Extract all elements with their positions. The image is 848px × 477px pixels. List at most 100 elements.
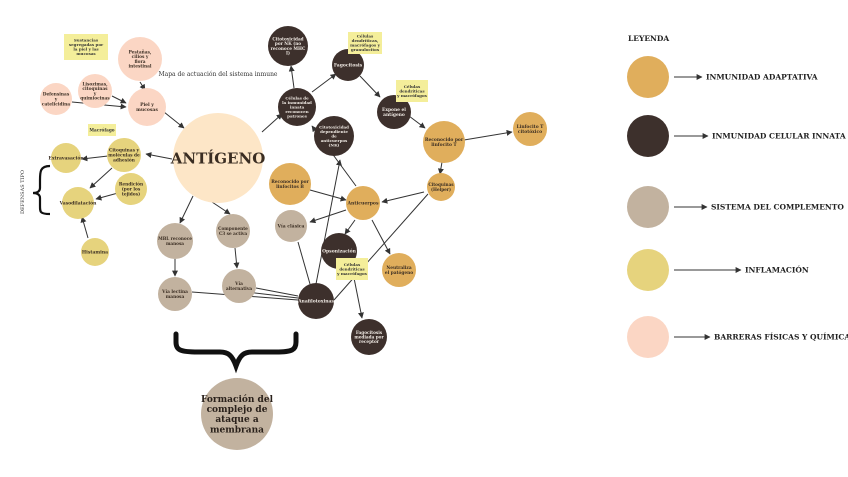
node-circle — [351, 319, 387, 355]
legend-label: BARRERAS FÍSICAS Y QUÍMICAS — [714, 333, 848, 342]
node-circle — [62, 187, 94, 219]
legend-swatch — [627, 56, 669, 98]
node-circle — [332, 49, 364, 81]
node-circle — [382, 253, 416, 287]
node-circle — [278, 88, 316, 126]
legend-swatch — [627, 186, 669, 228]
edge-histamina-vasodilatacion — [80, 216, 89, 239]
node-label: Vía clásica — [277, 223, 305, 230]
node-histamina: Histamina — [81, 238, 109, 266]
edge-complemento-alternativa — [233, 247, 240, 269]
node-circle — [158, 277, 192, 311]
map-title: Mapa de actuación del sistema inmune — [159, 71, 278, 78]
node-circle — [157, 223, 193, 259]
node-vasodilatacion: Vasodilatación — [59, 187, 97, 219]
edge-antigeno-celulas — [261, 113, 283, 133]
edge-linfocito-citotoxico — [463, 129, 513, 141]
legend-swatch — [627, 115, 669, 157]
node-circle — [275, 210, 307, 242]
edge-anticuerpos-opsonizacion — [344, 219, 356, 235]
node-circle — [314, 116, 354, 156]
sticky-note-background — [348, 32, 382, 54]
legend-label: INFLAMACIÓN — [745, 266, 809, 275]
legend-label: INMUNIDAD ADAPTATIVA — [706, 73, 818, 82]
edge-antigeno-citoquinas — [145, 152, 173, 160]
edge-antigeno-complemento — [211, 201, 231, 215]
node-circle — [222, 269, 256, 303]
node-circle — [51, 143, 81, 173]
sticky-note-macrofago: Macrófago — [88, 124, 116, 136]
node-circle — [118, 37, 162, 81]
edge-helper-anticuerpos — [381, 191, 425, 204]
node-label: Citoquinas(Helper) — [428, 182, 454, 192]
edge-alternativa-anafilotoxinas — [255, 287, 299, 297]
node-label: Opsonización — [322, 248, 357, 255]
antigen-label: ANTÍGENO — [170, 149, 266, 167]
node-circle — [173, 113, 263, 203]
node-extravasacion: Extravasación — [48, 143, 84, 173]
sticky-note-background — [396, 80, 428, 102]
node-helper: Citoquinas(Helper) — [427, 173, 455, 201]
edge-clasica-anafilotoxinas — [297, 241, 311, 285]
edge-citoquinas-extravasacion — [81, 155, 109, 162]
legend-item: SISTEMA DEL COMPLEMENTO — [627, 186, 844, 228]
edge-linfocito-helper — [437, 161, 444, 175]
edge-reconocido-anticuerpos — [309, 189, 347, 202]
node-label: Anticuerpos — [346, 201, 379, 207]
edge-anticuerpos-neutraliza — [371, 219, 391, 255]
node-circle — [78, 74, 112, 108]
node-circle — [377, 95, 411, 129]
node-fagocitosis-top: Fagocitosis — [332, 49, 364, 81]
node-circle — [427, 173, 455, 201]
node-circle — [423, 121, 465, 163]
edge-celulas-fagocitosis — [311, 73, 337, 93]
edge-rendicion-vasodilatacion — [95, 192, 119, 201]
node-circle — [81, 238, 109, 266]
sticky-note-background — [88, 124, 116, 136]
legend-item: INMUNIDAD ADAPTATIVA — [627, 56, 818, 98]
legend-swatch — [627, 316, 669, 358]
legend-item: INFLAMACIÓN — [627, 249, 809, 291]
node-circle — [268, 26, 308, 66]
edge-anticuerpos-clasica — [309, 209, 347, 224]
node-circle — [115, 173, 147, 205]
edge-citoquinas-vasodilatacion — [89, 167, 113, 189]
legend-item: INMUNIDAD CELULAR INNATA — [627, 115, 846, 157]
node-circle — [216, 214, 250, 248]
node-circle — [107, 138, 141, 172]
